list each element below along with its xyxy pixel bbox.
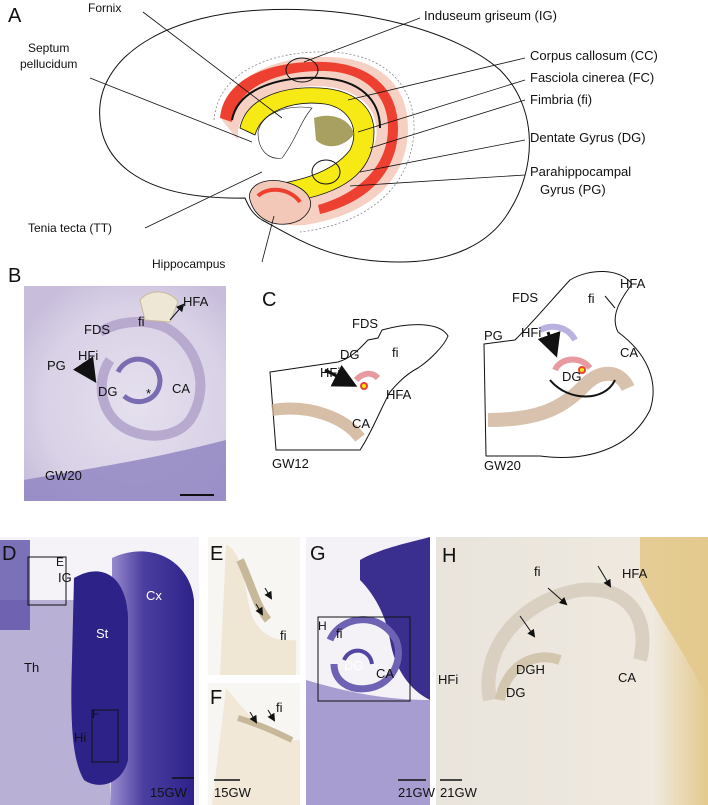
g-age: 21GW — [398, 785, 436, 800]
b-star: * — [146, 386, 151, 401]
label-dentate: Dentate Gyrus (DG) — [530, 130, 646, 145]
hemisphere-outline — [99, 8, 530, 263]
b-dg: DG — [98, 384, 118, 399]
b-hfi: HFi — [78, 348, 98, 363]
inset-box-h — [317, 616, 411, 702]
c-l-dg: DG — [340, 347, 360, 362]
panel-d: D E IG Cx St Th F Hi 15GW — [0, 537, 199, 805]
h-fi: fi — [534, 564, 541, 579]
panel-g: G H fi DG CA 21GW — [306, 537, 436, 805]
label-tenia-tecta: Tenia tecta (TT) — [28, 221, 112, 235]
c-r-fi: fi — [588, 291, 595, 306]
b-pg: PG — [47, 358, 66, 373]
c-r-dg: DG — [562, 369, 582, 384]
d-ig: IG — [58, 570, 72, 585]
g-ca: CA — [376, 666, 394, 681]
b-hfa: HFA — [183, 294, 209, 309]
inset-box-e — [27, 556, 67, 606]
c-l-fi: fi — [392, 345, 399, 360]
c-r-age: GW20 — [484, 458, 521, 473]
h-age: 21GW — [440, 785, 478, 800]
panel-a: A — [8, 1, 658, 271]
panel-a-leaders — [89, 11, 526, 263]
label-corpus-callosum: Corpus callosum (CC) — [530, 48, 658, 63]
d-hi: Hi — [74, 730, 86, 745]
g-fi: fi — [336, 626, 343, 641]
schematic-gw12 — [269, 324, 449, 451]
label-fornix: Fornix — [88, 1, 121, 15]
label-parahippo-1: Parahippocampal — [530, 164, 631, 179]
panel-f: F fi 15GW — [208, 683, 300, 805]
c-l-fds: FDS — [352, 316, 378, 331]
inset-box-f — [91, 709, 119, 763]
panel-f-letter: F — [210, 687, 222, 709]
fornix-line — [231, 76, 381, 129]
c-r-pg: PG — [484, 328, 503, 343]
panel-h: H fi HFA HFi DGH CA DG 21GW — [436, 537, 708, 805]
d-th: Th — [24, 660, 39, 675]
d-age: 15GW — [150, 785, 188, 800]
h-dgh: DGH — [516, 662, 545, 677]
d-cx: Cx — [146, 588, 162, 603]
b-age: GW20 — [45, 468, 82, 483]
c-l-age: GW12 — [272, 456, 309, 471]
label-fimbria: Fimbria (fi) — [530, 92, 592, 107]
panel-d-letter: D — [2, 543, 16, 565]
d-box-f: F — [92, 707, 99, 721]
d-box-e: E — [56, 555, 64, 569]
f-age: 15GW — [214, 785, 252, 800]
septum-shape — [257, 106, 313, 159]
panel-c: C FDS DG fi HFi HFA CA GW12 HFA FDS fi P… — [262, 270, 654, 473]
panel-a-letter: A — [8, 5, 22, 27]
label-septum-2: pellucidum — [20, 57, 77, 71]
c-r-ca: CA — [620, 345, 638, 360]
c-l-hfa: HFA — [386, 387, 412, 402]
fasciola-shape — [314, 115, 354, 147]
g-dg: DG — [344, 658, 364, 673]
f-fi: fi — [276, 700, 283, 715]
panel-h-letter: H — [442, 545, 456, 567]
label-septum-1: Septum — [28, 41, 69, 55]
b-fi: fi — [138, 314, 145, 329]
c-l-ca: CA — [352, 416, 370, 431]
h-dg: DG — [506, 685, 526, 700]
panel-e: E fi — [208, 537, 300, 675]
c-r-fds: FDS — [512, 290, 538, 305]
h-hfi: HFi — [438, 672, 458, 687]
c-l-hfi: HFi — [320, 365, 340, 380]
panel-b: B HFA fi FDS PG HFi DG * CA GW20 — [8, 265, 226, 501]
label-fasciola: Fasciola cinerea (FC) — [530, 70, 654, 85]
c-r-hfa: HFA — [620, 276, 646, 291]
c-r-hfi: HFi — [521, 325, 541, 340]
panel-b-letter: B — [8, 265, 21, 287]
panel-g-letter: G — [310, 543, 326, 565]
b-ca: CA — [172, 381, 190, 396]
label-induseum: Induseum griseum (IG) — [424, 8, 557, 23]
b-fds: FDS — [84, 322, 110, 337]
panel-c-letter: C — [262, 289, 276, 311]
panel-e-letter: E — [210, 543, 223, 565]
schematic-gw20 — [483, 270, 654, 458]
h-hfa: HFA — [622, 566, 648, 581]
d-st: St — [96, 626, 109, 641]
e-fi: fi — [280, 628, 287, 643]
g-box-h: H — [318, 619, 327, 633]
label-hippocampus: Hippocampus — [152, 257, 225, 271]
label-parahippo-2: Gyrus (PG) — [540, 182, 606, 197]
h-ca: CA — [618, 670, 636, 685]
